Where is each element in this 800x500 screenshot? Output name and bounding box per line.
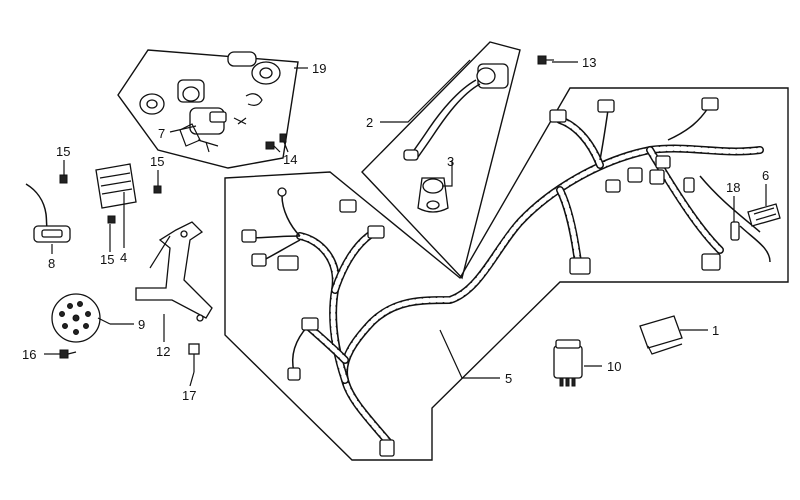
relay bbox=[553, 339, 583, 387]
spark-plug-cap bbox=[417, 177, 449, 213]
ignition-coil bbox=[403, 63, 509, 161]
callout-14: 14 bbox=[283, 152, 297, 167]
callout-18: 18 bbox=[726, 180, 740, 195]
callout-19: 19 bbox=[312, 61, 326, 76]
callout-4: 4 bbox=[120, 250, 127, 265]
callout-15-center: 15 bbox=[150, 154, 164, 169]
bolt-17 bbox=[188, 343, 200, 372]
callout-9: 9 bbox=[138, 317, 145, 332]
tail-lamp bbox=[25, 183, 71, 243]
fuse-holder bbox=[747, 203, 781, 227]
leader-lines bbox=[44, 59, 767, 387]
callout-5: 5 bbox=[505, 371, 512, 386]
callout-16: 16 bbox=[22, 347, 36, 362]
connector-cover bbox=[639, 315, 683, 355]
mounting-bracket bbox=[135, 221, 213, 322]
callout-10: 10 bbox=[607, 359, 621, 374]
ignition-lock-set bbox=[139, 51, 281, 153]
callout-15-lower: 15 bbox=[100, 252, 114, 267]
main-harness-panel bbox=[224, 87, 789, 461]
bolt-13 bbox=[537, 55, 554, 65]
callout-15-top-left: 15 bbox=[56, 144, 70, 159]
callout-12: 12 bbox=[156, 344, 170, 359]
bolt-16 bbox=[59, 349, 77, 359]
main-wiring-harness bbox=[245, 107, 771, 448]
ignition-lock-set-panel bbox=[117, 49, 299, 169]
harness-connectors bbox=[241, 97, 721, 457]
callout-8: 8 bbox=[48, 256, 55, 271]
callout-2: 2 bbox=[366, 115, 373, 130]
voltage-regulator bbox=[95, 163, 137, 209]
callout-13: 13 bbox=[582, 55, 596, 70]
horn bbox=[51, 293, 111, 343]
callout-3: 3 bbox=[447, 154, 454, 169]
callout-17: 17 bbox=[182, 388, 196, 403]
ignition-coil-panel bbox=[361, 41, 521, 280]
bolt-14 bbox=[265, 133, 287, 153]
callout-6: 6 bbox=[762, 168, 769, 183]
callout-7: 7 bbox=[158, 126, 165, 141]
fuse bbox=[730, 221, 740, 241]
callout-1: 1 bbox=[712, 323, 719, 338]
